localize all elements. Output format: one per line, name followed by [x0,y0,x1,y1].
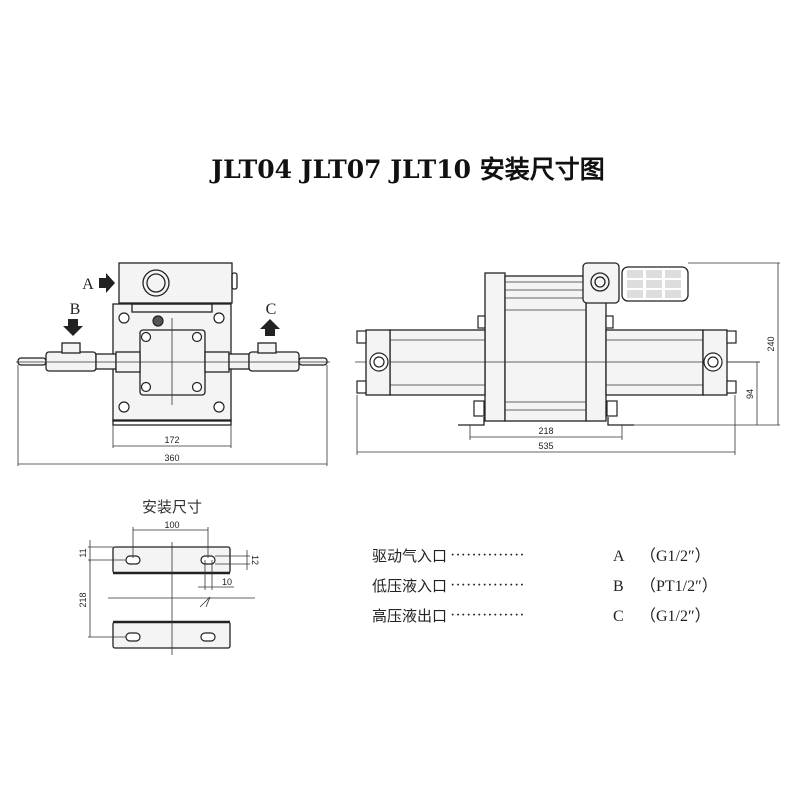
dim-218-install: 218 [78,592,88,607]
port-legend: 驱动气入口 ·············· A （G1/2″） 低压液入口 ···… [372,547,718,625]
port-label-b: B [70,301,81,318]
dim-172: 172 [164,435,179,445]
muffler [621,266,689,302]
install-dimensions: 安装尺寸 100 11 12 10 218 [78,498,260,655]
legend-name: 低压液入口 [372,577,447,595]
arrow-b-icon [63,319,83,336]
arrow-a-icon [99,273,115,293]
legend-row: 高压液出口 ·············· C （G1/2″） [372,607,711,625]
dim-11: 11 [78,548,88,557]
side-view: 218 535 94 240 [355,262,780,455]
port-label-a: A [82,276,94,293]
port-label-c: C [266,301,277,318]
legend-spec: （G1/2″） [640,607,711,625]
legend-name: 驱动气入口 [372,547,447,565]
legend-row: 低压液入口 ·············· B （PT1/2″） [372,577,718,595]
front-view: A B C 172 360 [16,262,330,466]
legend-row: 驱动气入口 ·············· A （G1/2″） [372,547,711,565]
dim-10: 10 [222,577,232,587]
legend-port: A [613,548,625,565]
legend-dots: ·············· [450,577,525,594]
legend-port: B [613,578,624,595]
dim-12: 12 [250,555,260,565]
dim-240: 240 [766,336,776,351]
legend-dots: ·············· [450,607,525,624]
legend-port: C [613,608,624,625]
dim-218: 218 [538,426,553,436]
drawing-title: JLT04 JLT07 JLT10 安装尺寸图 [209,155,604,184]
dim-94: 94 [745,389,755,399]
legend-spec: （G1/2″） [640,547,711,565]
dim-360: 360 [164,453,179,463]
legend-spec: （PT1/2″） [640,577,718,595]
legend-name: 高压液出口 [372,607,447,625]
install-heading: 安装尺寸 [142,498,202,516]
bolts [118,312,225,413]
dim-100: 100 [164,520,179,530]
arrow-c-icon [260,319,280,336]
legend-dots: ·············· [450,547,525,564]
dim-535: 535 [538,441,553,451]
